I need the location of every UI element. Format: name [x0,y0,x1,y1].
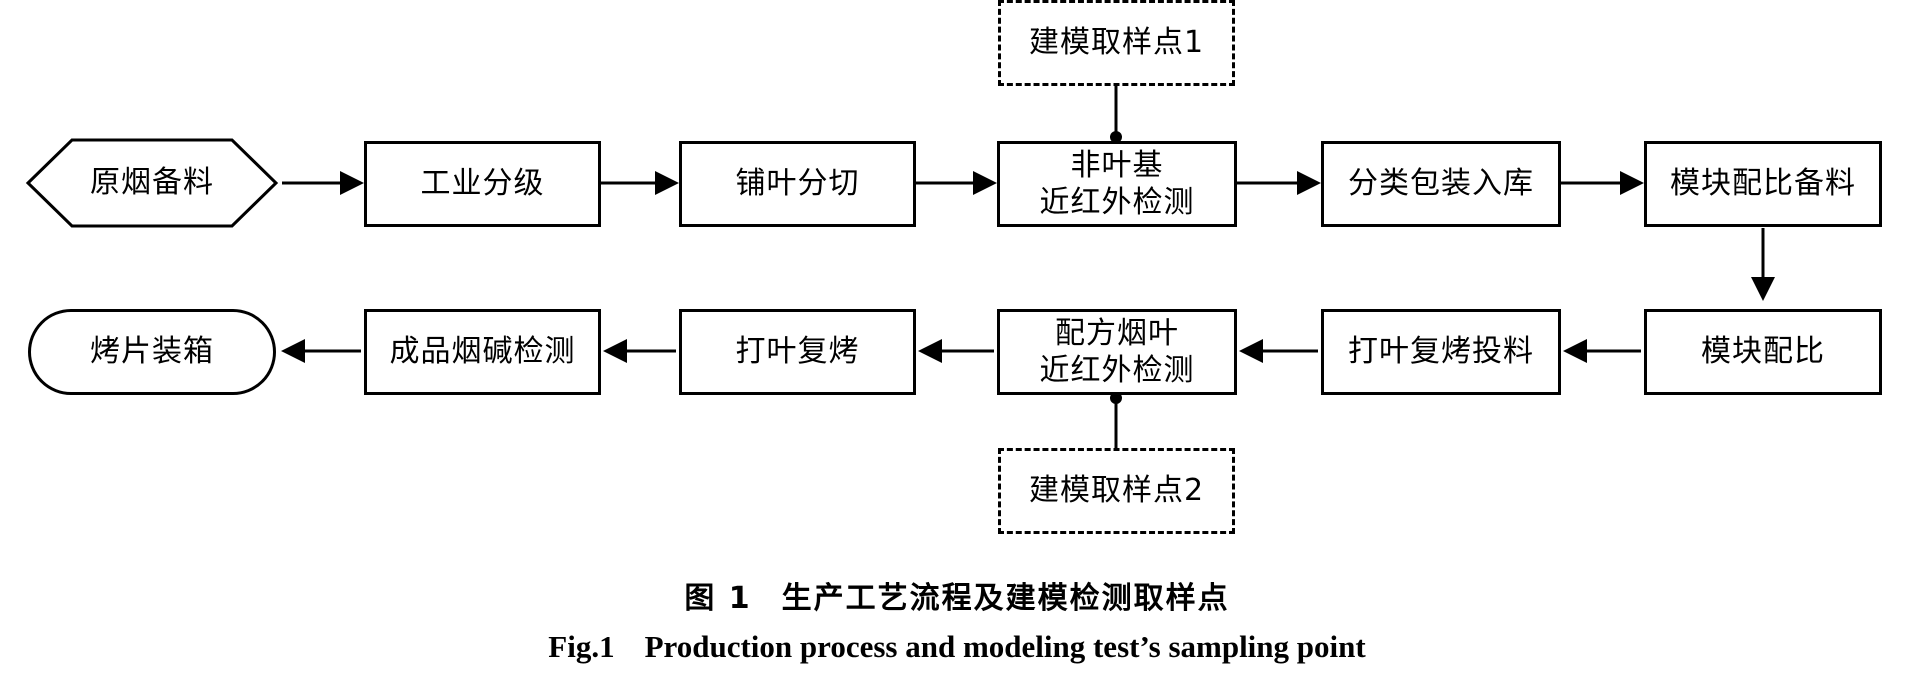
node-boxing-terminal-label: 烤片装箱 [90,334,214,370]
node-nicotine-detection-label: 成品烟碱检测 [389,334,576,370]
node-sampling-point-2-label: 建模取样点2 [1028,473,1205,509]
node-nir-detection-2: 配方烟叶 近红外检测 [997,309,1237,395]
flowchart-area: 原烟备料 工业分级 铺叶分切 非叶基 近红外检测 分类包装入库 模块配比备料 建… [25,0,1882,534]
node-module-ratio-label: 模块配比 [1701,334,1825,370]
node-nir-detection-2-line1: 配方烟叶 [1055,315,1179,351]
node-redrying-label: 打叶复烤 [735,334,860,370]
figure-caption-chinese-label: 图 1 [684,581,752,616]
node-sampling-point-1: 建模取样点1 [998,0,1235,86]
node-boxing-terminal: 烤片装箱 [28,309,276,395]
node-packing-storage-label: 分类包装入库 [1348,166,1534,202]
figure-caption-english-label: Fig.1 [548,629,615,664]
node-industrial-grading: 工业分级 [364,141,601,227]
node-module-prep: 模块配比备料 [1644,141,1882,227]
node-nir-detection-1: 非叶基 近红外检测 [997,141,1237,227]
connectors-layer [25,86,1775,448]
node-leaf-cutting-label: 铺叶分切 [735,166,860,202]
node-leaf-cutting: 铺叶分切 [679,141,916,227]
node-sampling-point-1-label: 建模取样点1 [1028,25,1205,61]
caption-band [0,545,1914,679]
figure-caption-english: Fig.1 Production process and modeling tes… [0,629,1914,665]
node-raw-material-label: 原烟备料 [90,165,214,201]
junction-dot-sample2 [1110,392,1122,404]
node-module-prep-label: 模块配比备料 [1670,166,1856,202]
node-nir-detection-1-line2: 近红外检测 [1039,185,1195,220]
node-nir-detection-2-line2: 近红外检测 [1039,353,1195,388]
junction-dot-sample1 [1110,131,1122,143]
node-redrying: 打叶复烤 [679,309,916,395]
node-sampling-point-2: 建模取样点2 [998,448,1235,534]
node-raw-material: 原烟备料 [28,140,276,226]
figure-caption-english-text: Production process and modeling test’s s… [644,629,1366,664]
figure-caption-chinese: 图 1 生产工艺流程及建模检测取样点 [0,573,1914,617]
node-redrying-feeding: 打叶复烤投料 [1321,309,1561,395]
figure-caption-chinese-text: 生产工艺流程及建模检测取样点 [781,581,1230,616]
start-hexagon-shape [25,138,279,228]
node-nicotine-detection: 成品烟碱检测 [364,309,601,395]
node-industrial-grading-label: 工业分级 [420,166,545,202]
node-packing-storage: 分类包装入库 [1321,141,1561,227]
node-redrying-feeding-label: 打叶复烤投料 [1348,334,1534,370]
node-module-ratio: 模块配比 [1644,309,1882,395]
node-nir-detection-1-line1: 非叶基 [1070,147,1164,183]
